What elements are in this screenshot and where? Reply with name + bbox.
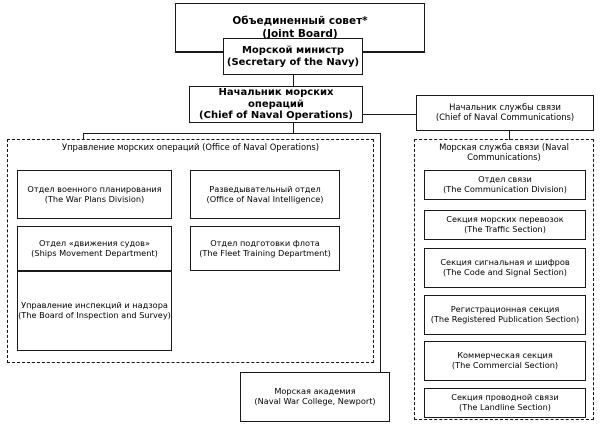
cnc-label-ru: Начальник службы связи (449, 102, 561, 113)
ships-movement-label-ru: Отдел «движения судов» (38, 237, 151, 248)
registered-publication-label-ru: Регистрационная секция (450, 304, 560, 315)
traffic-section-label-ru: Секция морских перевозок (446, 214, 564, 225)
war-plans-division-box[interactable]: Отдел военного планирования (The War Pla… (17, 170, 172, 219)
naval-war-college-label-en: (Naval War College, Newport) (254, 396, 376, 406)
traffic-section-box[interactable]: Секция морских перевозок (The Traffic Se… (424, 210, 586, 240)
connector-cno-bottom-stub (293, 114, 294, 133)
left-group-label-en: (Office of Naval Operations) (202, 142, 320, 152)
fleet-training-department-box[interactable]: Отдел подготовки флота (The Fleet Traini… (190, 226, 340, 271)
code-signal-label-en: (The Code and Signal Section) (443, 267, 567, 277)
office-of-naval-operations-header: Управление морских операций (Office of N… (7, 142, 374, 152)
connector-cnc-to-naval-communications (509, 131, 510, 140)
ships-movement-label-en: (Ships Movement Department) (31, 247, 158, 258)
traffic-section-label-en: (The Traffic Section) (464, 224, 546, 234)
naval-war-college-box[interactable]: Морская академия (Naval War College, New… (240, 372, 390, 422)
cno-label-en: (Chief of Naval Operations) (199, 110, 353, 122)
connector-to-office-naval-operations (83, 133, 84, 140)
office-of-naval-intelligence-box[interactable]: Разведывательный отдел (Office of Naval … (190, 170, 340, 219)
chief-of-naval-operations-box[interactable]: Начальник морских операций (Chief of Nav… (189, 86, 363, 123)
right-group-label-ru: Морская служба связи (439, 142, 540, 152)
registered-publication-section-box[interactable]: Регистрационная секция (The Registered P… (424, 295, 586, 335)
secretary-of-navy-box[interactable]: Морской министр (Secretary of the Navy) (223, 38, 363, 75)
board-inspection-label-ru: Управление инспекций и надзора (21, 300, 168, 311)
connector-secretary-to-cno (293, 75, 294, 86)
naval-intelligence-label-ru: Разведывательный отдел (209, 183, 321, 194)
war-plans-label-ru: Отдел военного планирования (27, 183, 162, 194)
naval-intelligence-label-en: (Office of Naval Intelligence) (206, 193, 324, 204)
cno-label-ru: Начальник морских операций (218, 86, 334, 110)
connector-secretary-to-jointboard-left (175, 52, 223, 53)
landline-section-box[interactable]: Секция проводной связи (The Landline Sec… (424, 388, 586, 418)
communication-division-label-en: (The Communication Division) (443, 184, 567, 194)
board-of-inspection-and-survey-box[interactable]: Управление инспекций и надзора (The Boar… (17, 271, 172, 351)
joint-board-label-en: (Joint Board) (262, 27, 338, 40)
landline-section-label-en: (The Landline Section) (459, 402, 551, 412)
joint-board-box[interactable]: Объединенный совет* (Joint Board) (175, 3, 425, 52)
code-and-signal-section-box[interactable]: Секция сигнальная и шифров (The Code and… (424, 248, 586, 288)
secretary-label-en: (Secretary of the Navy) (226, 56, 360, 68)
board-inspection-label-en: (The Board of Inspection and Survey) (18, 310, 171, 320)
communication-division-box[interactable]: Отдел связи (The Communication Division) (424, 170, 586, 200)
fleet-training-label-ru: Отдел подготовки флота (210, 237, 320, 248)
commercial-section-label-en: (The Commercial Section) (451, 360, 559, 370)
landline-section-label-ru: Секция проводной связи (451, 392, 559, 403)
naval-war-college-label-ru: Морская академия (274, 386, 356, 397)
commercial-section-box[interactable]: Коммерческая секция (The Commercial Sect… (424, 341, 586, 381)
left-group-container (7, 139, 374, 363)
right-group-container (414, 139, 594, 420)
connector-distribution-bar (83, 133, 381, 134)
communication-division-label-ru: Отдел связи (478, 174, 532, 185)
war-plans-label-en: (The War Plans Division) (44, 193, 145, 204)
registered-publication-label-en: (The Registered Publication Section) (430, 314, 580, 324)
left-group-label-ru: Управление морских операций (61, 142, 200, 152)
naval-communications-header: Морская служба связи (Naval Communicatio… (414, 142, 594, 162)
fleet-training-label-en: (The Fleet Training Department) (199, 247, 331, 258)
chief-of-naval-communications-box[interactable]: Начальник службы связи (Chief of Naval C… (416, 95, 594, 131)
joint-board-label-ru: Объединенный совет* (232, 15, 368, 28)
right-group-label-en: (Naval Communications) (467, 142, 569, 163)
secretary-label-ru: Морской министр (241, 44, 345, 56)
connector-secretary-to-jointboard-right (363, 52, 425, 53)
cnc-label-en: (Chief of Naval Communications) (435, 112, 575, 122)
connector-cno-to-cnc (363, 114, 416, 115)
ships-movement-department-box[interactable]: Отдел «движения судов» (Ships Movement D… (17, 226, 172, 271)
code-signal-label-ru: Секция сигнальная и шифров (440, 257, 570, 268)
connector-to-naval-war-college (380, 133, 381, 372)
commercial-section-label-ru: Коммерческая секция (457, 350, 553, 361)
